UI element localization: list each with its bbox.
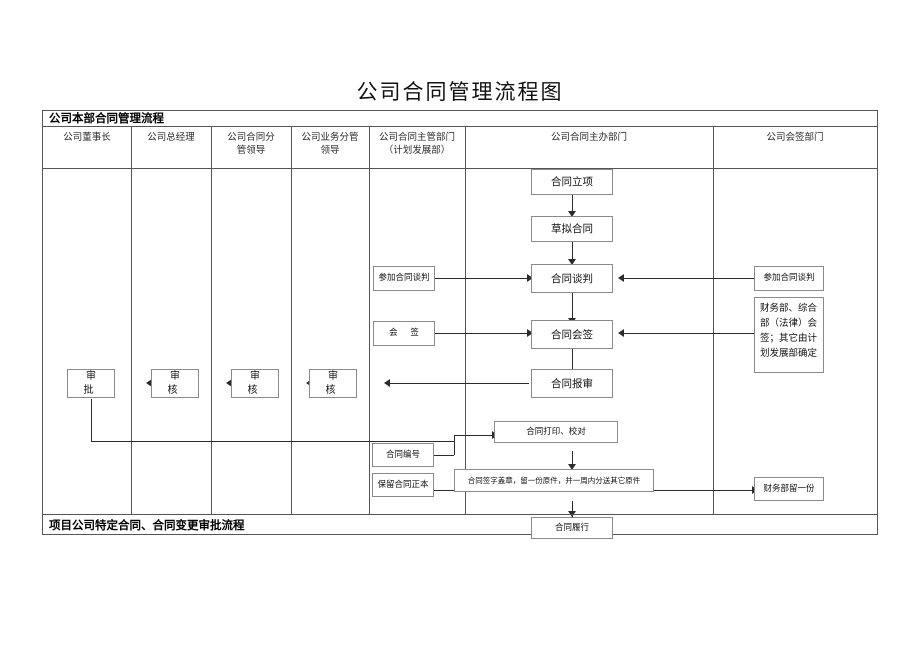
connector-approve-to-print	[454, 435, 494, 436]
column-separator-2	[211, 127, 212, 514]
connector-note-to-countersign	[620, 333, 754, 334]
node-review-2[interactable]: 审 核	[231, 369, 279, 398]
page-title: 公司合同管理流程图	[356, 80, 564, 104]
connector-countersign-to-submit	[572, 349, 573, 377]
node-submit-review[interactable]: 合同报审	[531, 369, 613, 398]
column-header-line1: 公司会签部门	[766, 132, 824, 143]
connector-print-to-sign	[572, 451, 573, 469]
column-header-line1: 公司总经理	[147, 132, 195, 143]
arrowhead-admin-countersign-to-main	[527, 329, 533, 337]
connector-sign-to-finance	[654, 490, 754, 491]
connector-submit-to-review3	[386, 383, 529, 384]
column-header-line1: 公司合同主管部门	[378, 132, 455, 143]
node-perform-contract[interactable]: 合同履行	[531, 517, 613, 539]
column-header-contract-host: 公司合同主办部门	[465, 127, 713, 168]
column-header-line1: 公司董事长	[63, 132, 111, 143]
column-header-line1: 公司业务分管	[301, 132, 359, 143]
column-header-chairman: 公司董事长	[43, 127, 131, 168]
node-join-negotiation-countersign[interactable]: 参加合同谈判	[754, 266, 824, 291]
column-header-line2: （计划发展部）	[383, 145, 451, 156]
node-print-proof[interactable]: 合同打印、校对	[494, 421, 618, 443]
connector-approve-down	[91, 399, 92, 441]
arrowhead-init-to-draft	[568, 211, 576, 217]
connector-approve-across	[91, 441, 454, 442]
arrowhead-note-to-countersign	[618, 329, 624, 337]
column-header-business-leader: 公司业务分管 领导	[291, 127, 369, 168]
node-countersign-main[interactable]: 合同会签	[531, 320, 613, 349]
bottom-banner-row: 项目公司特定合同、合同变更审批流程	[43, 514, 877, 534]
node-draft-contract[interactable]: 草拟合同	[531, 216, 613, 242]
node-keep-original[interactable]: 保留合同正本	[372, 473, 434, 497]
connector-init-to-draft	[572, 195, 573, 215]
column-header-countersign: 公司会签部门	[713, 127, 877, 168]
arrowhead-print-to-sign	[568, 464, 576, 470]
column-separator-4	[369, 127, 370, 514]
node-review-1[interactable]: 审 核	[151, 369, 199, 398]
column-header-general-manager: 公司总经理	[131, 127, 211, 168]
arrowhead-draft-to-negotiation	[568, 259, 576, 265]
connector-draft-to-negotiation	[572, 242, 573, 264]
node-join-negotiation-admin[interactable]: 参加合同谈判	[373, 266, 435, 291]
column-header-line2: 领导	[320, 145, 340, 156]
column-header-line1: 公司合同主办部门	[550, 132, 627, 143]
column-separator-1	[131, 127, 132, 514]
swimlane-table: 公司本部合同管理流程 公司董事长 公司总经理 公司合同分 管领导 公司业务分管 …	[42, 110, 878, 539]
connector-admin-join-to-negotiation	[435, 278, 529, 279]
top-banner-label: 公司本部合同管理流程	[49, 111, 164, 125]
column-header-line2: 管领导	[236, 145, 266, 156]
node-contract-number[interactable]: 合同编号	[372, 443, 434, 467]
arrowhead-review2-to-review1	[226, 379, 232, 387]
node-countersign-admin[interactable]: 会 签	[373, 321, 435, 346]
node-review-3[interactable]: 审 核	[309, 369, 357, 398]
column-separator-3	[291, 127, 292, 514]
node-sign-seal-note[interactable]: 合同签字盖章，留一份原件，并一周内分送其它原件	[454, 469, 654, 492]
connector-approve-riser	[454, 435, 455, 442]
connector-admin-countersign-to-main	[435, 333, 529, 334]
arrowhead-right-join-to-negotiation	[618, 274, 624, 282]
column-header-line1: 公司合同分	[227, 132, 275, 143]
column-separator-5	[465, 127, 466, 514]
column-header-row: 公司董事长 公司总经理 公司合同分 管领导 公司业务分管 领导 公司合同主管部门…	[43, 127, 877, 169]
node-countersign-note[interactable]: 财务部、综合部（法律）会签；其它由计划发展部确定	[754, 297, 824, 373]
column-header-contract-admin: 公司合同主管部门 （计划发展部）	[369, 127, 465, 168]
node-project-init[interactable]: 合同立项	[531, 169, 613, 195]
bottom-banner-label: 项目公司特定合同、合同变更审批流程	[49, 518, 245, 532]
connector-print-branch-to-number	[425, 455, 454, 456]
arrowhead-submit-to-review3	[384, 379, 390, 387]
node-finance-copy[interactable]: 财务部留一份	[754, 477, 824, 501]
node-negotiation[interactable]: 合同谈判	[531, 264, 613, 293]
column-header-contract-leader: 公司合同分 管领导	[211, 127, 291, 168]
column-separator-6	[713, 127, 714, 514]
arrowhead-review1-to-approve	[146, 379, 152, 387]
connector-negotiation-to-countersign	[572, 293, 573, 323]
connector-sign-to-perform	[572, 501, 573, 517]
connector-print-branch-down	[454, 441, 455, 455]
node-approve[interactable]: 审 批	[67, 369, 115, 398]
top-banner-row: 公司本部合同管理流程	[43, 111, 877, 127]
connector-right-join-to-negotiation	[620, 278, 754, 279]
arrowhead-admin-join-to-negotiation	[527, 274, 533, 282]
